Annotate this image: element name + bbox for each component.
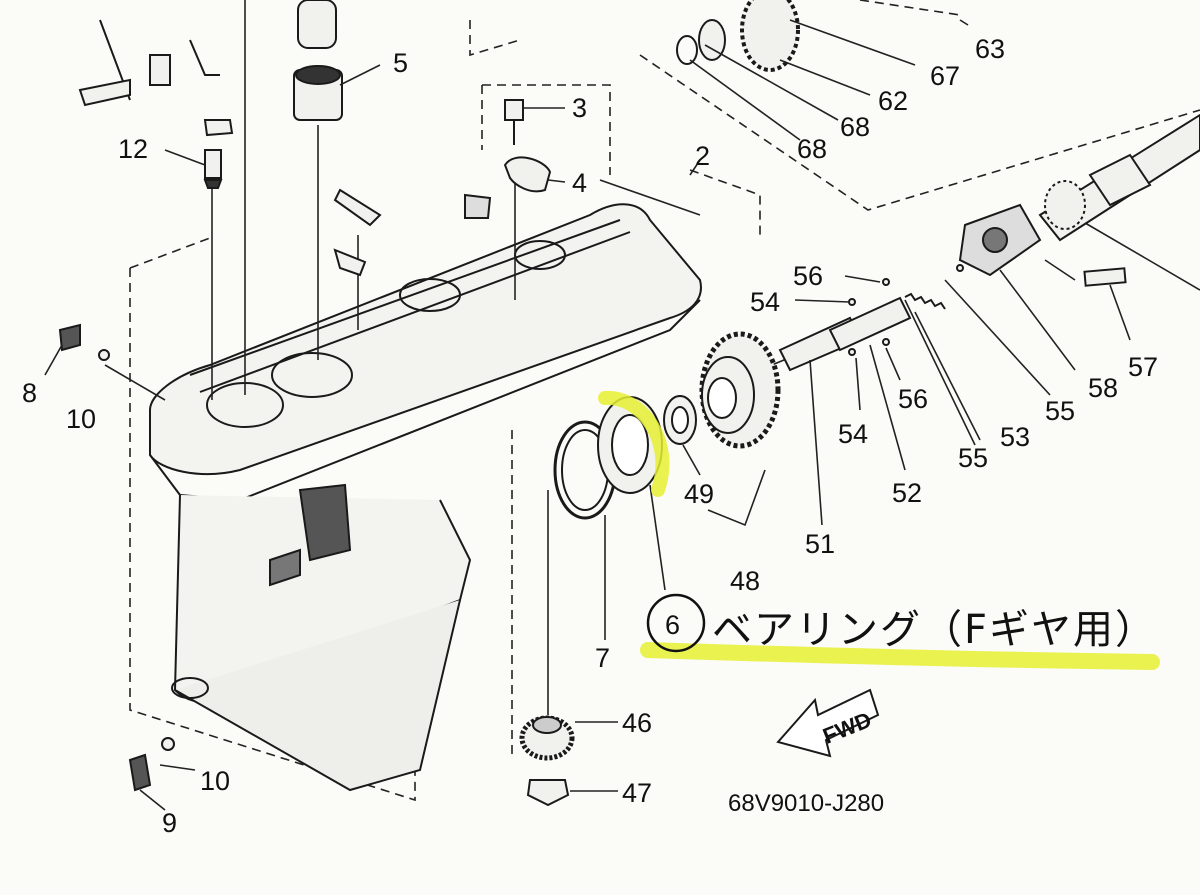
part-number-54-upper: 54 xyxy=(750,287,780,317)
top-small-parts xyxy=(58,0,552,792)
part-number-8: 8 xyxy=(22,378,37,408)
part-number-10-lower: 10 xyxy=(200,766,230,796)
part-number-48: 48 xyxy=(730,566,760,596)
part-number-49: 49 xyxy=(684,479,714,509)
part-number-52: 52 xyxy=(892,478,922,508)
part-number-7: 7 xyxy=(595,643,610,673)
part-number-54-lower: 54 xyxy=(838,419,868,449)
part-number-56-lower: 56 xyxy=(898,384,928,414)
highlight-marks xyxy=(598,390,1160,670)
part-number-5: 5 xyxy=(393,48,408,78)
part-number-47: 47 xyxy=(622,778,652,808)
bearing-highlight xyxy=(598,390,670,497)
part-number-57: 57 xyxy=(1128,352,1158,382)
part-number-2: 2 xyxy=(695,141,710,171)
part-number-67: 67 xyxy=(930,61,960,91)
dashed-boundaries xyxy=(129,0,1200,802)
part-number-56-upper: 56 xyxy=(793,261,823,291)
part-6-circle xyxy=(646,593,706,653)
part-number-10-upper: 10 xyxy=(66,404,96,434)
part-labels: 2 3 4 5 6 7 8 9 10 10 12 46 47 48 49 51 … xyxy=(22,34,1158,838)
note-underline xyxy=(640,642,1160,670)
part-number-68-right: 68 xyxy=(840,112,870,142)
part-number-55-left: 55 xyxy=(958,443,988,473)
part-number-46: 46 xyxy=(622,708,652,738)
handwritten-note: ベアリング（Fギヤ用） xyxy=(712,607,1157,653)
leader-lines xyxy=(44,19,1131,811)
fwd-arrow: FWD xyxy=(776,688,880,758)
part-number-51: 51 xyxy=(805,529,835,559)
part-number-62: 62 xyxy=(878,86,908,116)
part-number-68-left: 68 xyxy=(797,134,827,164)
part-number-58: 58 xyxy=(1088,373,1118,403)
part-number-12: 12 xyxy=(118,134,148,164)
catalog-code: 68V9010-J280 xyxy=(728,790,884,817)
part-number-3: 3 xyxy=(572,93,587,123)
part-number-9: 9 xyxy=(162,808,177,838)
gear-assemblies xyxy=(519,0,1200,807)
part-number-4: 4 xyxy=(572,168,587,198)
lower-casing xyxy=(149,203,702,792)
part-number-53: 53 xyxy=(1000,422,1030,452)
part-number-63: 63 xyxy=(975,34,1005,64)
part-number-6: 6 xyxy=(665,610,680,640)
part-number-55-right: 55 xyxy=(1045,396,1075,426)
